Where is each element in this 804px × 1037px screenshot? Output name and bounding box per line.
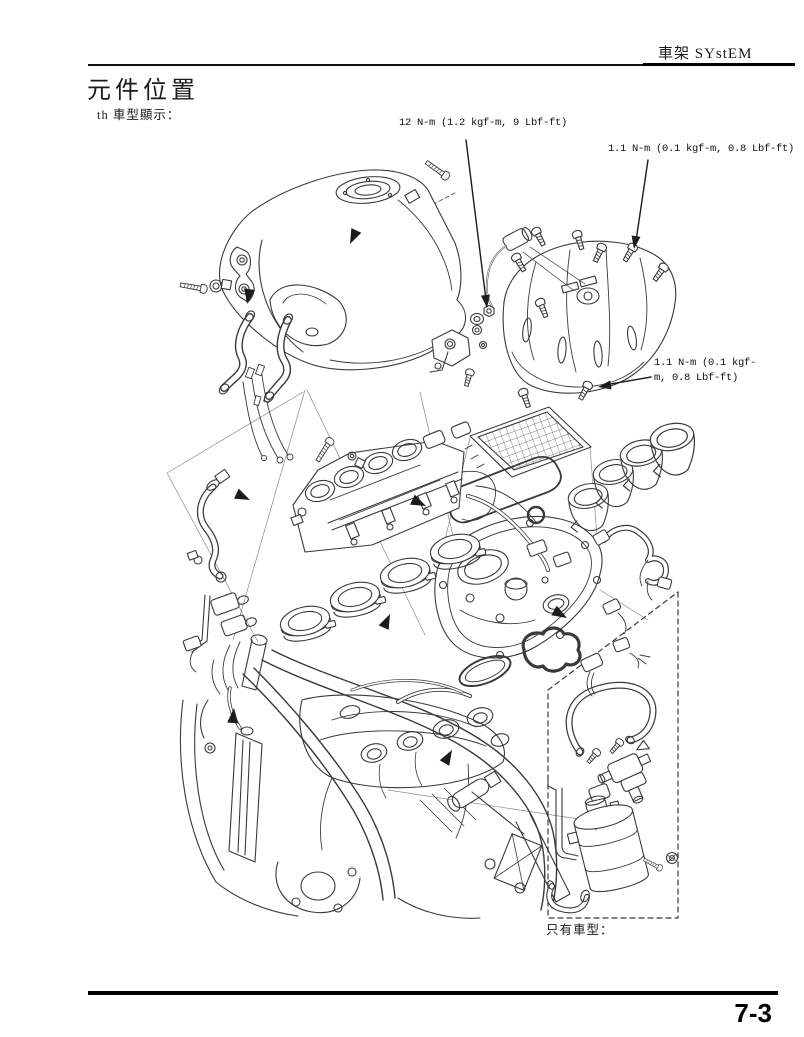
throttle-body-assembly [290, 421, 572, 572]
fuel-cap [335, 176, 401, 204]
frame-engine-assembly [179, 634, 571, 919]
variant-note: 只有車型： [546, 923, 614, 937]
tank-mount-bolt [179, 280, 209, 295]
iat-sensor [485, 226, 586, 307]
model-note: th 車型顯示： [97, 108, 181, 122]
torque-label-case-line2: m, 0.8 Lbf-ft) [654, 372, 739, 384]
footer-rule [88, 991, 778, 995]
throttle-cables [242, 363, 294, 464]
tank-hoses [218, 310, 294, 403]
fuel-injectors [345, 480, 460, 546]
torque-label-tank: 12 N-m (1.2 kgf-m, 9 Lbf-ft) [399, 117, 568, 129]
tank-rear-bolt [423, 158, 452, 182]
header-rule [88, 64, 794, 66]
filter-seal [449, 455, 562, 524]
page-number: 7-3 [734, 998, 772, 1028]
o-ring [526, 505, 546, 525]
torque-label-cover: 1.1 N-m (0.1 kgf-m, 0.8 Lbf-ft) [608, 143, 795, 155]
fuel-rail [327, 471, 463, 531]
sub-harness-connectors [580, 598, 651, 697]
tank-rear-bracket [429, 324, 488, 388]
air-cleaner-cover [485, 225, 677, 410]
evap-canister [566, 795, 649, 893]
torque-label-case: 1.1 N-m (0.1 kgf- m, 0.8 Lbf-ft) [654, 356, 756, 386]
page-title: 元件位置 [87, 78, 199, 104]
torque-label-case-line1: 1.1 N-m (0.1 kgf- [654, 357, 757, 369]
intake-funnels [562, 418, 703, 536]
tank-mount-washer-nut [469, 304, 495, 326]
torque-leader-arrows [465, 139, 652, 393]
option-parts-dashed-box [546, 591, 679, 919]
wire-harness [592, 524, 673, 601]
purge-valve [597, 739, 652, 804]
air-filter-element [449, 406, 592, 525]
solenoid-valve-cluster [182, 592, 257, 673]
fuel-tank [179, 158, 495, 403]
drain-hose [186, 468, 231, 583]
header-rule-accent [643, 63, 795, 66]
air-box-gasket [521, 626, 582, 673]
section-header: 車架 SYstEM [658, 46, 753, 62]
